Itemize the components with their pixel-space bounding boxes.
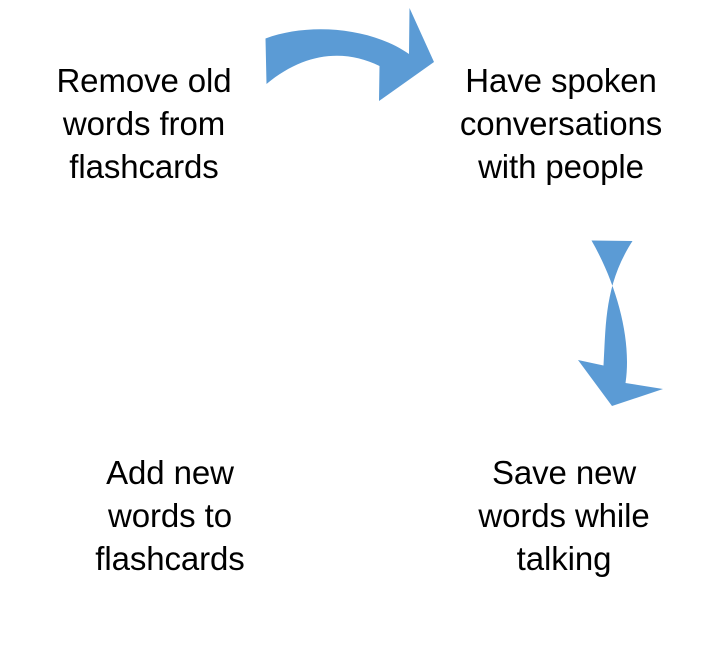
cycle-step-label-remove-old-words: Remove old words from flashcards <box>56 62 232 185</box>
cycle-step-label-add-new-words: Add new words to flashcards <box>95 454 245 577</box>
curved-arrow-right-shape <box>265 8 434 101</box>
cycle-step-label-have-spoken-conversations: Have spoken conversations with people <box>459 62 663 185</box>
curved-arrow-down-shape <box>578 240 663 406</box>
cycle-step-label-save-new-words: Save new words while talking <box>478 454 650 577</box>
